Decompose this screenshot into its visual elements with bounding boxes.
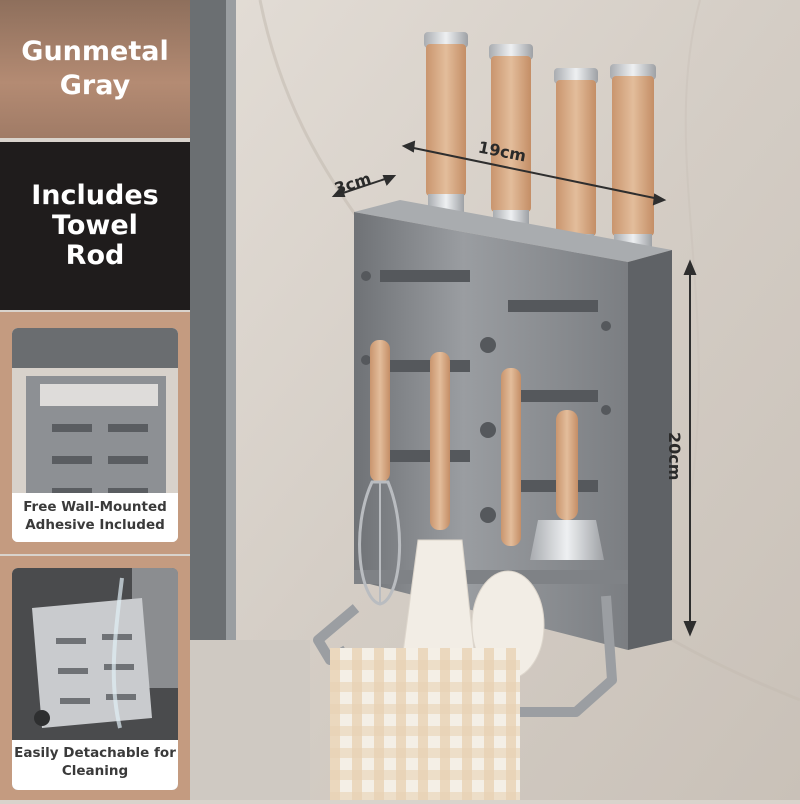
- feature-badge: Includes Towel Rod: [0, 142, 190, 310]
- color-badge: Gunmetal Gray: [0, 0, 190, 138]
- window-frame: [190, 0, 226, 640]
- cleaning-panel: Easily Detachable for Cleaning: [0, 556, 190, 800]
- utensil-set: [358, 340, 604, 680]
- cleaning-image: [12, 568, 178, 790]
- feature-badge-text: Includes Towel Rod: [31, 180, 159, 271]
- height-dimension-label: 20cm: [665, 432, 684, 481]
- cleaning-caption: Easily Detachable for Cleaning: [12, 740, 178, 790]
- adhesive-caption: Free Wall-Mounted Adhesive Included: [12, 493, 178, 542]
- cleaning-thumbnail: Easily Detachable for Cleaning: [12, 568, 178, 790]
- towel-rod: [313, 595, 617, 800]
- dimension-lines: [331, 140, 697, 637]
- feature-sidebar: Gunmetal Gray Includes Towel Rod Free Wa…: [0, 0, 190, 800]
- adhesive-panel: Free Wall-Mounted Adhesive Included: [0, 312, 190, 554]
- towel: [330, 648, 520, 800]
- adhesive-thumbnail: Free Wall-Mounted Adhesive Included: [12, 328, 178, 542]
- color-badge-text: Gunmetal Gray: [21, 36, 169, 101]
